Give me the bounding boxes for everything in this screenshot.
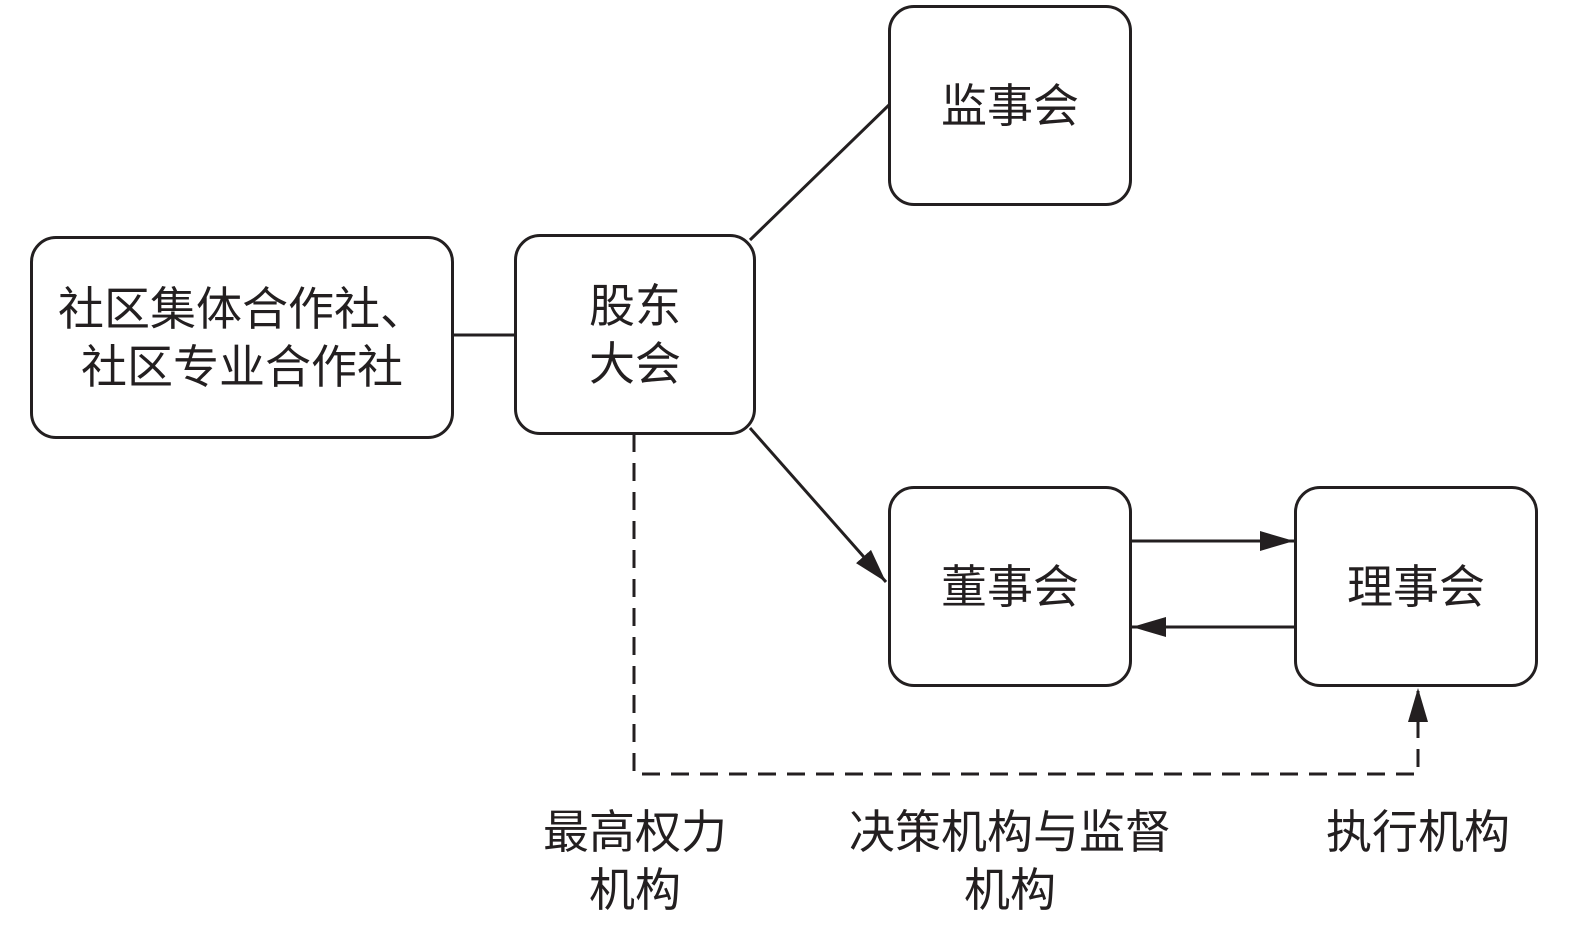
node-cooperatives: 社区集体合作社、 社区专业合作社 [30, 236, 454, 439]
dashed-path-shareholders-to-council [632, 434, 1428, 776]
node-supervisory-label: 监事会 [941, 78, 1079, 133]
connector-shareholders-to-supervisory [748, 102, 892, 242]
node-board-label: 董事会 [941, 559, 1079, 614]
caption-decision-supervision-line2: 机构 [964, 863, 1056, 917]
caption-decision-supervision: 决策机构与监督 机构 [820, 803, 1200, 919]
node-supervisory-board: 监事会 [888, 5, 1132, 206]
caption-decision-supervision-line1: 决策机构与监督 [849, 805, 1171, 859]
node-cooperatives-line2: 社区专业合作社 [81, 339, 403, 394]
caption-executive: 执行机构 [1300, 803, 1536, 861]
node-shareholders-line2: 大会 [589, 336, 681, 391]
node-council-label: 理事会 [1347, 559, 1485, 614]
caption-highest-authority-line1: 最高权力 [543, 805, 727, 859]
caption-highest-authority-line2: 机构 [589, 863, 681, 917]
node-board-of-directors: 董事会 [888, 486, 1132, 687]
node-shareholders-meeting: 股东 大会 [514, 234, 756, 435]
node-cooperatives-line1: 社区集体合作社、 [58, 281, 426, 336]
caption-highest-authority: 最高权力 机构 [514, 803, 756, 919]
node-council: 理事会 [1294, 486, 1538, 687]
node-shareholders-line1: 股东 [589, 278, 681, 333]
caption-executive-line1: 执行机构 [1326, 805, 1510, 859]
arrow-shareholders-to-board [748, 427, 888, 583]
